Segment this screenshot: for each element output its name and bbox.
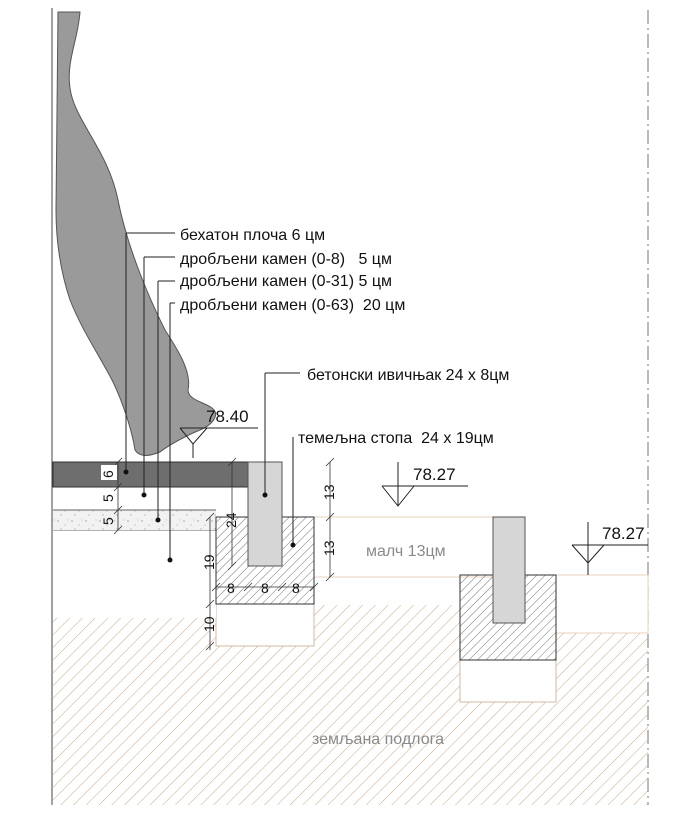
label-footing: темељна стопа 24 x 19цм xyxy=(298,430,494,447)
footing-base-left xyxy=(215,603,315,647)
gravel-0-8-layer xyxy=(53,487,248,510)
dimension-mulch: 13 13 xyxy=(321,457,337,582)
dimension-footing-vertical: 24 19 10 xyxy=(201,457,239,651)
elevation-marker-right: 78.27 xyxy=(571,522,648,575)
dim-paver-6: 6 xyxy=(100,470,116,478)
dim-gravel-5b: 5 xyxy=(100,517,116,525)
dim-width-8b: 8 xyxy=(261,580,269,596)
elevation-top: 78.40 xyxy=(206,407,249,426)
elevation-right: 78.27 xyxy=(602,524,645,543)
soil-layer xyxy=(53,605,648,805)
gravel-0-63-layer xyxy=(53,530,216,618)
label-gravel-0-31: дробљени камен (0-31) 5 цм xyxy=(180,273,392,290)
label-soil: земљана подлога xyxy=(312,731,444,748)
label-mulch: малч 13цм xyxy=(366,543,446,560)
elevation-marker-top: 78.40 xyxy=(179,407,258,458)
dim-footing-19: 19 xyxy=(201,554,217,570)
dim-width-8c: 8 xyxy=(292,580,300,596)
label-gravel-0-8: дробљени камен (0-8) 5 цм xyxy=(180,251,392,268)
elevation-marker-mid: 78.27 xyxy=(381,462,468,507)
figure-leg xyxy=(55,11,216,456)
label-gravel-0-63: дробљени камен (0-63) 20 цм xyxy=(180,297,405,314)
dim-mulch-13b: 13 xyxy=(321,540,337,556)
label-curb: бетонски ивичњак 24 x 8цм xyxy=(307,367,509,384)
mulch-mid-bed xyxy=(313,516,498,578)
mulch-right-bed xyxy=(555,574,649,634)
dim-width-8a: 8 xyxy=(227,580,235,596)
dim-gravel-5a: 5 xyxy=(100,494,116,502)
paver-slab xyxy=(52,461,249,488)
curb-right xyxy=(492,516,526,624)
dimension-left-stack: 6 5 5 xyxy=(100,457,123,535)
dim-mulch-13a: 13 xyxy=(321,484,337,500)
elevation-mid: 78.27 xyxy=(413,465,456,484)
dim-footing-10: 10 xyxy=(201,616,217,632)
dim-curb-24: 24 xyxy=(223,512,239,528)
label-paver: бехатон плоча 6 цм xyxy=(180,227,325,244)
dimension-footing-widths: 8 8 8 xyxy=(211,580,319,596)
